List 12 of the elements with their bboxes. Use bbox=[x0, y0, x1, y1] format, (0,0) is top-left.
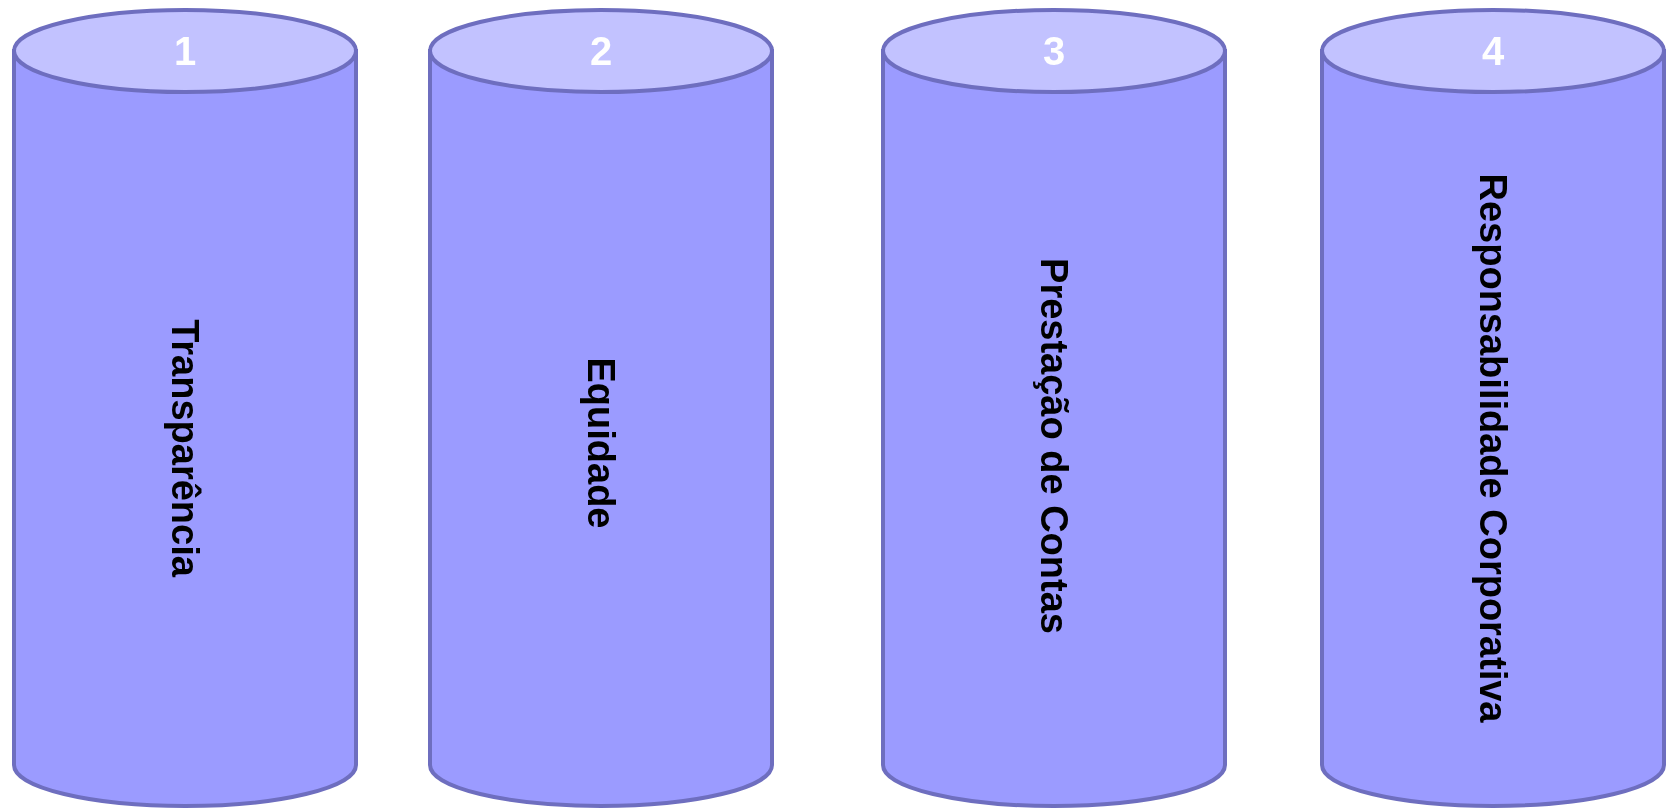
cylinder bbox=[10, 6, 360, 810]
cylinder bbox=[1318, 6, 1668, 810]
cylinder-label: Transparência bbox=[166, 319, 204, 577]
cylinder bbox=[879, 6, 1229, 810]
cylinder-label: Responsabilidade Corporativa bbox=[1474, 173, 1512, 723]
cylinder-number: 3 bbox=[1042, 31, 1066, 71]
cylinder-label: Prestação de Contas bbox=[1035, 258, 1073, 634]
cylinder-number: 4 bbox=[1481, 31, 1505, 71]
cylinder bbox=[426, 6, 776, 810]
cylinder-number: 1 bbox=[173, 31, 197, 71]
cylinder-label: Equidade bbox=[582, 357, 620, 529]
cylinder-number: 2 bbox=[589, 31, 613, 71]
